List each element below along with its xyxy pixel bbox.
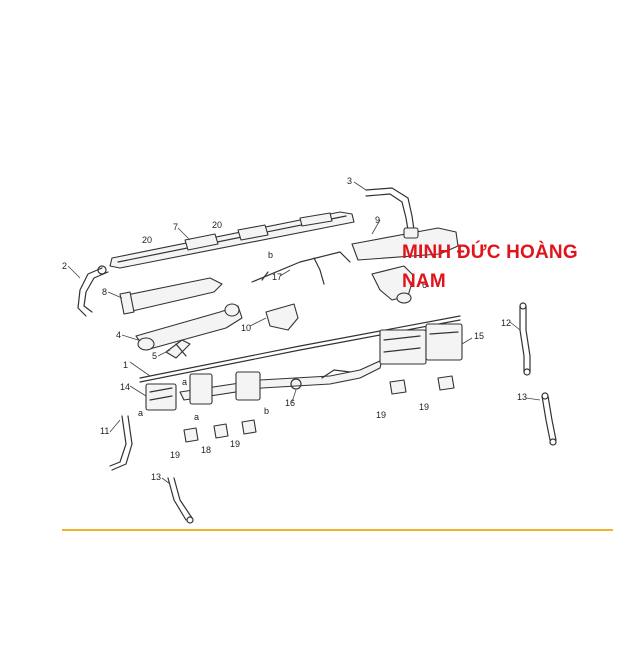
part-13-left-brace xyxy=(167,477,194,524)
callout-15: 15 xyxy=(474,331,484,341)
callout-14: 14 xyxy=(120,382,130,392)
part-13-right-brace xyxy=(541,392,557,446)
callout-8: 8 xyxy=(102,287,107,297)
callout-16: 16 xyxy=(285,398,295,408)
callout-13-left: 13 xyxy=(151,472,161,482)
callout-19-a: 19 xyxy=(170,450,180,460)
callout-20-b: 20 xyxy=(212,220,222,230)
callout-12: 12 xyxy=(501,318,511,328)
callout-13-right: 13 xyxy=(517,392,527,402)
callout-3: 3 xyxy=(347,176,352,186)
part-7-top-rail xyxy=(109,211,355,269)
part-10-bracket xyxy=(265,303,299,331)
callout-labels: 1 2 3 4 5 6 7 8 9 10 11 12 13 13 14 15 1… xyxy=(62,176,527,482)
watermark-line-1: MINH ĐỨC HOÀNG xyxy=(402,242,578,263)
part-12-right-brace xyxy=(519,302,531,376)
callout-19-d: 19 xyxy=(419,402,429,412)
callout-4: 4 xyxy=(116,330,121,340)
part-14-left-assembly xyxy=(145,383,177,411)
callout-2: 2 xyxy=(62,261,67,271)
callout-7: 7 xyxy=(173,222,178,232)
part-9-right-duct xyxy=(351,227,459,304)
callout-10: 10 xyxy=(241,323,251,333)
callout-20-a: 20 xyxy=(142,235,152,245)
callout-a-1: a xyxy=(182,377,187,387)
callout-9: 9 xyxy=(375,215,380,225)
callout-18: 18 xyxy=(201,445,211,455)
callout-19-c: 19 xyxy=(376,410,386,420)
clip-parts xyxy=(183,375,455,443)
part-3-right-pipe xyxy=(365,187,419,239)
part-16-cross-beam xyxy=(179,359,383,405)
watermark-line-2: NAM xyxy=(402,271,446,292)
callout-b-1: b xyxy=(268,250,273,260)
part-4-lower-duct xyxy=(135,303,243,351)
part-11-left-brace xyxy=(109,415,133,471)
part-5-bracket xyxy=(165,339,191,359)
callout-6: 6 xyxy=(422,280,427,290)
callout-5: 5 xyxy=(152,351,157,361)
part-15-right-assembly xyxy=(379,323,463,365)
part-17-rod xyxy=(251,251,351,285)
callout-19-b: 19 xyxy=(230,439,240,449)
bottom-divider xyxy=(62,529,613,531)
callout-1: 1 xyxy=(123,360,128,370)
callout-17: 17 xyxy=(272,272,282,282)
part-2-left-pipe xyxy=(77,265,109,317)
callout-a-2: a xyxy=(138,408,143,418)
leader-lines xyxy=(67,181,541,485)
part-8-duct xyxy=(119,277,223,315)
callout-a-3: a xyxy=(194,412,199,422)
callout-11: 11 xyxy=(100,426,109,436)
callout-b-2: b xyxy=(264,406,269,416)
